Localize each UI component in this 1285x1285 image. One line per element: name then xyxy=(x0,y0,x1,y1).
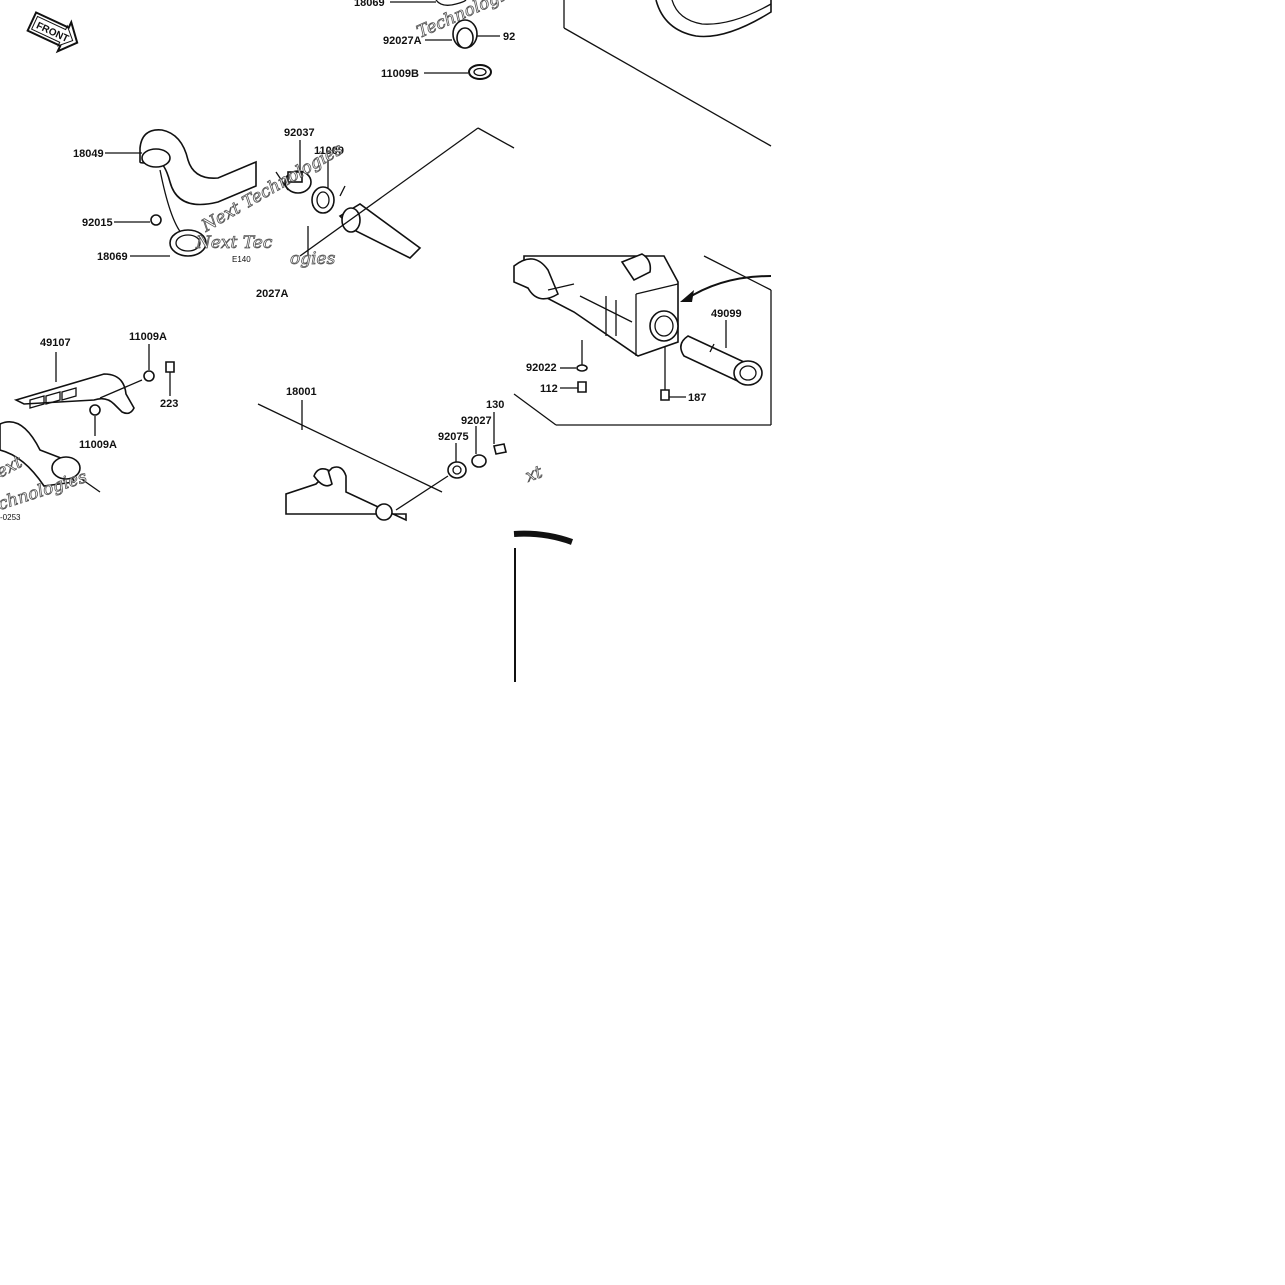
top-middle-panel xyxy=(390,0,500,80)
label-11009A-bottom: 11009A xyxy=(79,439,117,451)
bottom-right-fragment xyxy=(513,530,574,682)
label-18069-top: 18069 xyxy=(354,0,385,9)
label-92022: 92022 xyxy=(526,362,557,374)
watermark-right: xt xyxy=(523,462,545,486)
label-92037: 92037 xyxy=(284,127,315,139)
label-112: 112 xyxy=(540,383,558,395)
label-92015: 92015 xyxy=(82,217,113,229)
label-49099: 49099 xyxy=(711,308,742,320)
watermark-mid-c: ogies xyxy=(290,249,336,269)
label-18001: 18001 xyxy=(286,386,317,398)
label-92027: 92027 xyxy=(461,415,492,427)
label-92075: 92075 xyxy=(438,431,469,443)
label-92-cut: 92 xyxy=(503,31,515,43)
label-11009A-top: 11009A xyxy=(129,331,167,343)
label-92027A-top: 92027A xyxy=(383,35,422,47)
label-49107: 49107 xyxy=(40,337,71,349)
bottom-left-panel xyxy=(0,344,175,493)
label-18069-left: 18069 xyxy=(97,251,128,263)
label-18049: 18049 xyxy=(73,148,104,160)
label-130: 130 xyxy=(486,399,504,411)
label-11009: 11009 xyxy=(314,145,344,157)
front-arrow-icon: FRONT xyxy=(26,11,79,54)
label-e140: E140 xyxy=(232,255,251,264)
label-11009B: 11009B xyxy=(381,68,419,80)
bottom-middle-panel xyxy=(257,400,507,522)
middle-left-panel xyxy=(105,127,515,259)
label-2027A: 2027A xyxy=(256,288,288,300)
watermark-mid-a: Next Tec xyxy=(195,233,273,253)
part-labels: 18069 92027A 92 11009B 18049 92015 18069… xyxy=(0,0,742,522)
label-187: 187 xyxy=(688,392,706,404)
label-code: -0253 xyxy=(0,513,21,522)
label-223: 223 xyxy=(160,398,178,410)
middle-right-panel xyxy=(513,253,772,426)
top-right-panel xyxy=(563,0,772,147)
